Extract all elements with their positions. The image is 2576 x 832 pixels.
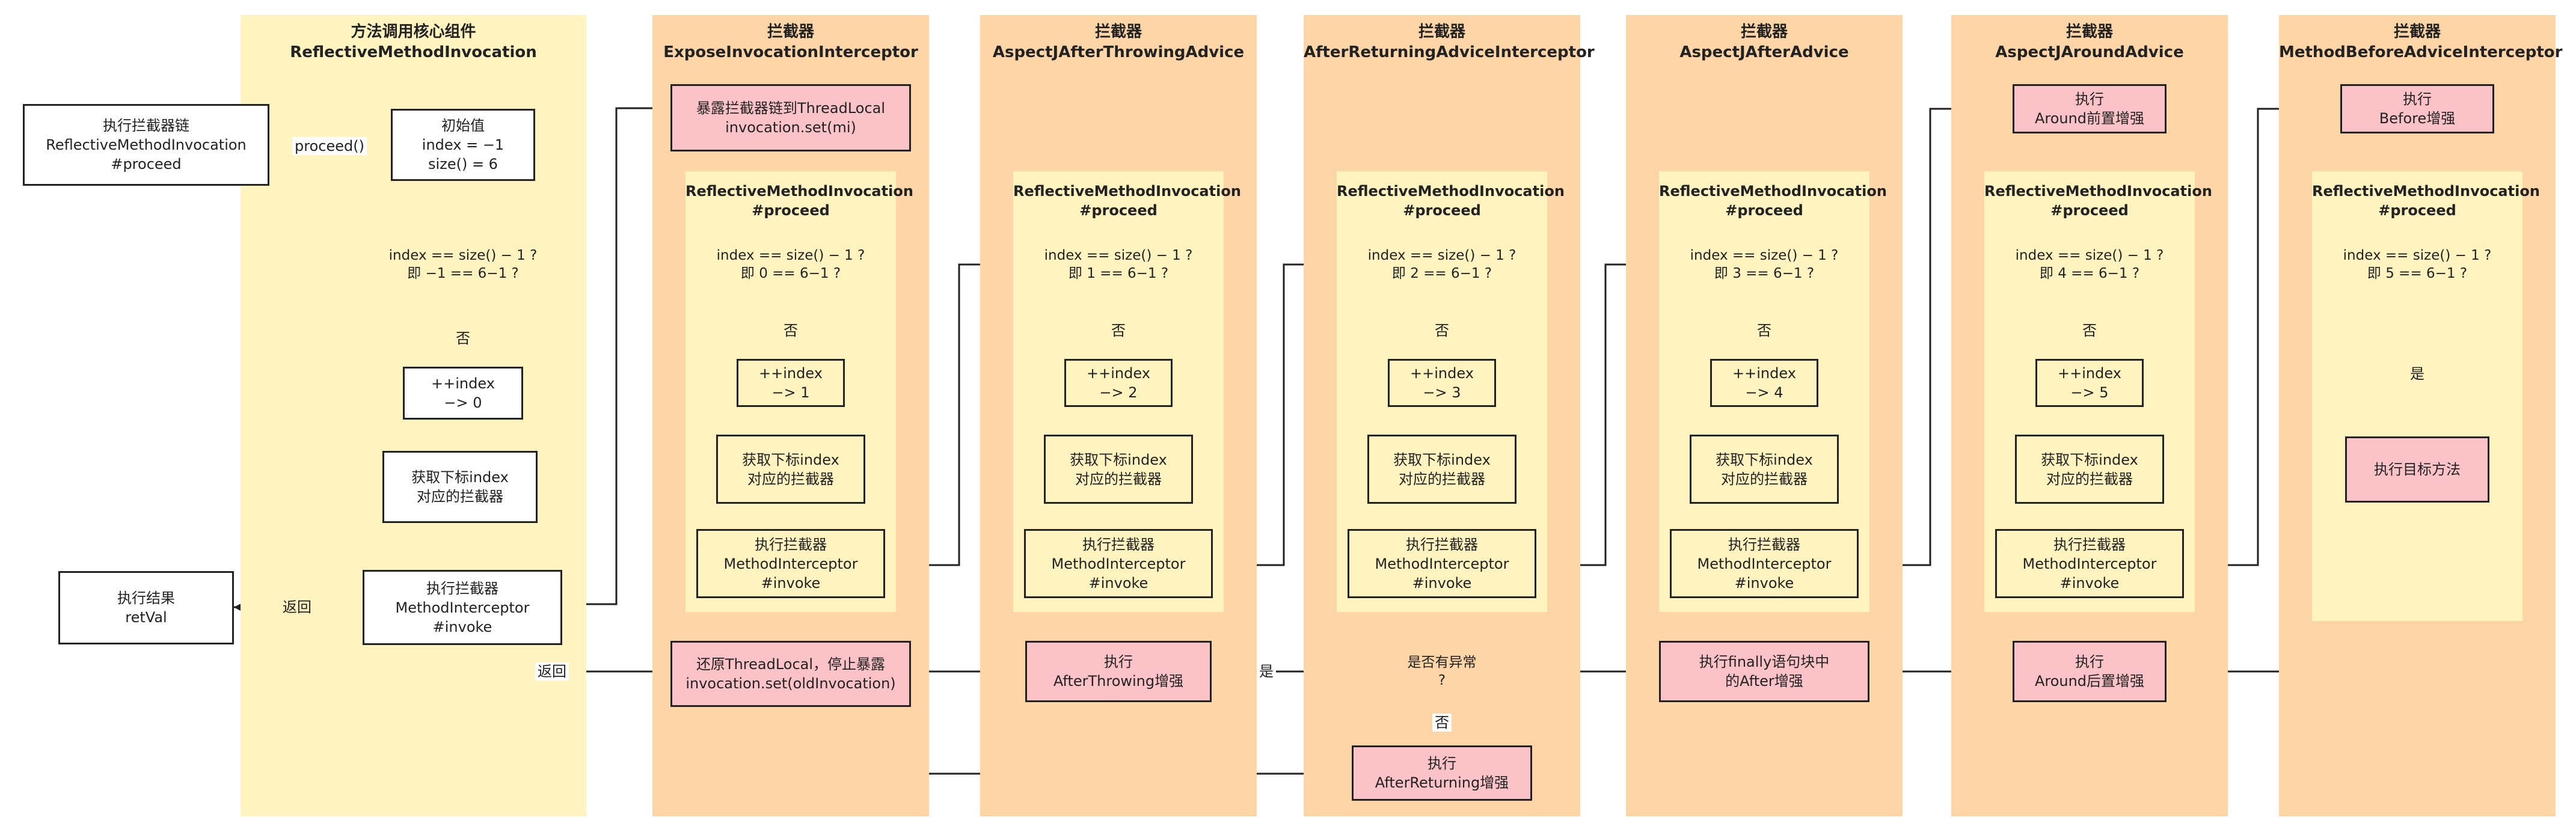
lane-decision-label: index == size() − 1 ?即 0 == 6−1 ?	[716, 248, 865, 281]
label-proceed: proceed()	[292, 137, 367, 155]
inner-panel-title: ReflectiveMethodInvocation#proceed	[1337, 183, 1565, 219]
inner-panel-title: ReflectiveMethodInvocation#proceed	[2312, 183, 2540, 219]
lane-decision-label: index == size() − 1 ?即 2 == 6−1 ?	[1367, 248, 1516, 281]
lane-decision-label: index == size() − 1 ?即 4 == 6−1 ?	[2015, 248, 2164, 281]
label-no: 否	[453, 329, 473, 347]
lane-decision-label: index == size() − 1 ?即 5 == 6−1 ?	[2343, 248, 2492, 281]
label-no: 否	[1755, 322, 1774, 340]
after-finally-box: 执行finally语句块中的After增强	[1659, 641, 1869, 702]
lane-decision-label: index == size() − 1 ?即 3 == 6−1 ?	[1690, 248, 1839, 281]
lane-incr-box: ++index−> 4	[1710, 359, 1818, 407]
label-no: 否	[2080, 322, 2099, 340]
label-yes: 是	[2408, 365, 2427, 383]
label-no: 否	[1432, 714, 1452, 732]
lane-incr-box: ++index−> 2	[1064, 359, 1173, 407]
core-incr-box: ++index−> 0	[403, 367, 523, 420]
core-decision-label: index == size() − 1 ?即 −1 == 6−1 ?	[388, 248, 538, 281]
label-no: 否	[781, 322, 800, 340]
label-return: 返回	[280, 598, 314, 616]
arrow-to-expose	[562, 102, 671, 605]
label-return: 返回	[535, 662, 569, 681]
lane-decision-label: index == size() − 1 ?即 1 == 6−1 ?	[1044, 248, 1193, 281]
inner-proceed-panel	[2312, 171, 2522, 621]
exception-decision-label: 是否有异常?	[1407, 655, 1477, 688]
lane-incr-box: ++index−> 5	[2035, 359, 2144, 407]
lane-incr-box: ++index−> 3	[1388, 359, 1496, 407]
inner-panel-title: ReflectiveMethodInvocation#proceed	[685, 183, 913, 219]
label-yes: 是	[1257, 662, 1276, 681]
lane-incr-box: ++index−> 1	[737, 359, 845, 407]
inner-panel-title: ReflectiveMethodInvocation#proceed	[1984, 183, 2212, 219]
inner-panel-title: ReflectiveMethodInvocation#proceed	[1013, 183, 1241, 219]
target-method-box: 执行目标方法	[2345, 436, 2489, 503]
label-no: 否	[1109, 322, 1128, 340]
label-no: 否	[1432, 322, 1452, 340]
inner-panel-title: ReflectiveMethodInvocation#proceed	[1659, 183, 1887, 219]
